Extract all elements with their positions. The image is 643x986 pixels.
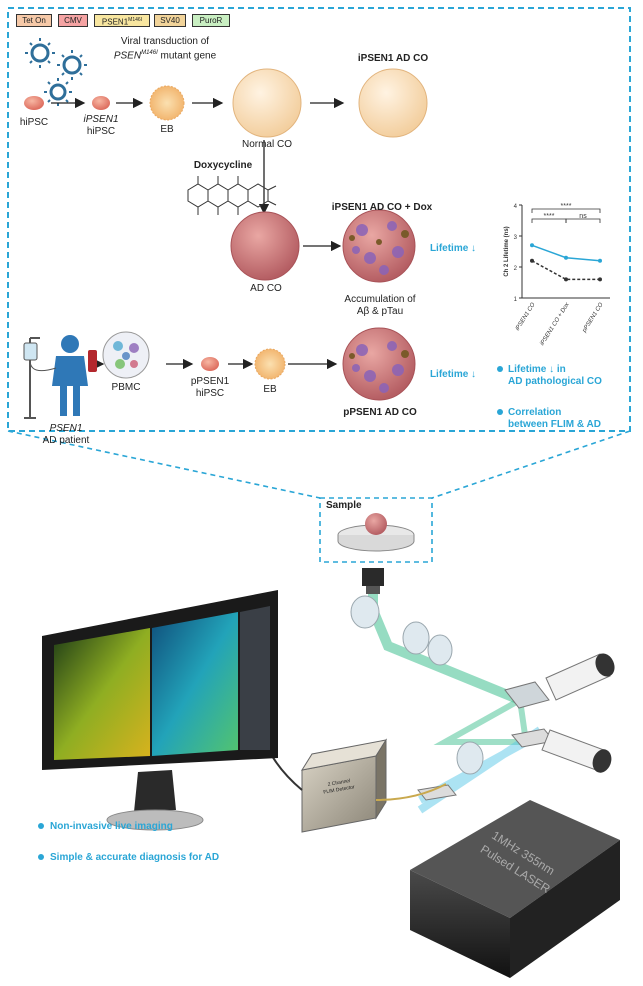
eb2-label: EB — [263, 384, 277, 395]
flim-image-right — [152, 612, 238, 756]
chart-y-tick-label: 1 — [514, 297, 518, 303]
ad-co-label: AD CO — [250, 283, 282, 294]
transduction-suffix: mutant gene — [157, 50, 217, 62]
sample-label: Sample — [326, 500, 362, 511]
lifetime-label-1: Lifetime ↓ — [429, 243, 477, 254]
ipsen1-hipsc-cell — [92, 96, 110, 110]
accumulation-label-b: Aβ & pTau — [356, 306, 404, 317]
bullet-correlation-line1: Correlation — [508, 407, 562, 418]
construct-psen1-label: PSEN1 — [101, 17, 129, 27]
chart-y-tick-label: 3 — [514, 235, 518, 241]
patient-label-a: PSEN1 — [49, 423, 83, 434]
laser-box — [410, 800, 620, 978]
construct-puror: PuroR — [192, 14, 230, 27]
construct-psen1-sup: M146I — [128, 17, 143, 23]
patient-label-b: AD patient — [42, 435, 90, 446]
ppsen1-label-b: hiPSC — [195, 388, 225, 399]
chart-annotation: **** — [544, 213, 555, 220]
bullet-lifetime-line1: Lifetime ↓ in — [508, 364, 566, 375]
chart-point — [598, 277, 602, 282]
chart-y-tick-label: 4 — [514, 204, 518, 210]
bullet-lifetime-line2: AD pathological CO — [508, 376, 602, 387]
patient-icon — [23, 335, 97, 419]
chart-x-tick-label: iPSEN1 CO — [515, 302, 537, 332]
chart-point — [598, 258, 602, 263]
ipsen1-hipsc-label-b: hiPSC — [86, 126, 116, 137]
flow-arrows — [51, 97, 345, 370]
transduction-line2: PSENM146I mutant gene — [92, 48, 238, 61]
sample-dish — [337, 513, 415, 552]
lenses — [350, 595, 484, 775]
chart-point — [530, 243, 534, 248]
hipsc-cell — [24, 96, 44, 110]
sample-frame — [319, 497, 433, 563]
chart-point — [530, 258, 534, 263]
bullet-dot — [38, 823, 44, 829]
eb2-cell — [254, 348, 286, 380]
ppsen1-ad-co-label: pPSEN1 AD CO — [343, 407, 417, 418]
pbmc-icon — [102, 331, 150, 379]
chart-point — [564, 255, 568, 260]
ad-co-dox-organoid — [342, 209, 416, 283]
zoom-lines — [7, 430, 631, 499]
bullet-correlation-line2: between FLIM & AD — [508, 419, 601, 430]
bullet-diagnosis: Simple & accurate diagnosis for AD — [50, 852, 220, 863]
hipsc-label: hiPSC — [19, 117, 49, 128]
transduction-line1: Viral transduction of — [120, 36, 210, 47]
chart-annotation: ns — [579, 213, 587, 220]
bullet-dot — [38, 854, 44, 860]
flim-detector-box — [300, 738, 388, 833]
monitor — [42, 590, 278, 831]
virus-icons — [25, 38, 87, 106]
ipsen1-ad-co-organoid — [358, 68, 428, 138]
chart-x-tick-label: pPSEN1 CO — [581, 302, 605, 335]
objective-lens — [362, 568, 384, 586]
ppsen1-ad-co-organoid — [342, 327, 416, 401]
doxycycline-molecule — [187, 176, 277, 215]
eb-label: EB — [160, 124, 174, 135]
ipsen1-hipsc-label-a: iPSEN1 — [83, 114, 119, 125]
lifetime-label-2: Lifetime ↓ — [429, 369, 477, 380]
construct-teton: Tet On — [16, 14, 52, 27]
bullet-dot — [497, 366, 503, 372]
chart-x-tick-label: iPSEN1 CO + Dox — [540, 301, 572, 347]
ppsen1-label-a: pPSEN1 — [190, 376, 230, 387]
flim-image-left — [54, 628, 150, 760]
chart-y-tick-label: 2 — [514, 266, 518, 272]
accumulation-label-a: Accumulation of — [344, 294, 416, 305]
pbmc-label: PBMC — [111, 382, 141, 393]
chart-annotation: **** — [561, 203, 572, 210]
normal-co-label: Normal CO — [241, 139, 292, 150]
chart-point — [564, 277, 568, 282]
ad-co-organoid — [230, 211, 300, 281]
construct-sv40: SV40 — [154, 14, 186, 27]
chart-y-axis-label: Ch 2 Lifetime (ns) — [504, 226, 510, 276]
transduction-gene-sup: M146I — [141, 50, 158, 56]
eb-cell — [149, 85, 185, 121]
ppsen1-hipsc-cell — [201, 357, 219, 371]
construct-cmv: CMV — [58, 14, 88, 27]
chart-series-line — [531, 260, 600, 281]
doxycycline-label: Doxycycline — [193, 160, 253, 171]
ipsen1-ad-co-label: iPSEN1 AD CO — [357, 53, 429, 64]
construct-psen1: PSEN1M146I — [94, 14, 150, 27]
chart-bracket — [531, 208, 601, 213]
bullet-noninvasive: Non-invasive live imaging — [50, 821, 173, 832]
dichroic-mirror — [504, 681, 550, 709]
ipsen1-ad-co-dox-label: iPSEN1 AD CO + Dox — [331, 202, 433, 213]
chart-bracket — [565, 218, 601, 223]
normal-co-organoid — [232, 68, 302, 138]
top-panel-frame — [7, 7, 631, 432]
bullet-dot — [497, 409, 503, 415]
transduction-gene: PSEN — [113, 50, 142, 62]
pmt-detectors — [541, 653, 615, 773]
